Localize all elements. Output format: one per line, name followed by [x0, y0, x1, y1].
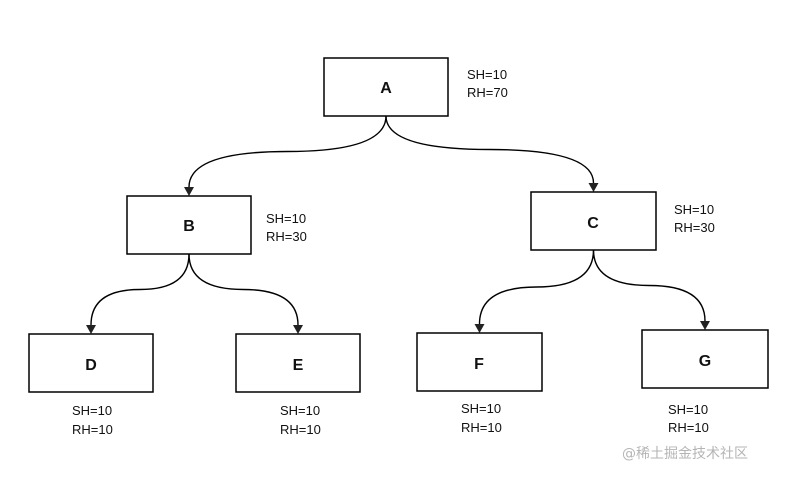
edge-b-d	[90, 253, 190, 326]
edge-c-g	[592, 249, 706, 322]
node-e-label: E	[293, 357, 304, 374]
node-e-rh: RH=10	[280, 422, 321, 437]
node-e-box	[235, 333, 361, 393]
node-g-label: G	[699, 353, 711, 370]
node-e-sh: SH=10	[280, 403, 320, 418]
node-b-box	[126, 195, 252, 255]
node-e: E SH=10 RH=10	[235, 333, 361, 437]
node-f-label: F	[474, 356, 484, 373]
node-d-rh: RH=10	[72, 422, 113, 437]
edge-c-f	[478, 249, 595, 325]
node-g: G SH=10 RH=10	[641, 329, 769, 435]
edge-a-b	[188, 115, 387, 188]
node-f: F SH=10 RH=10	[416, 332, 543, 435]
node-f-box	[416, 332, 543, 392]
watermark-text: @稀土掘金技术社区	[622, 446, 748, 462]
node-b-rh: RH=30	[266, 229, 307, 244]
node-b-label: B	[183, 218, 195, 235]
edges-layer	[86, 115, 710, 334]
node-g-sh: SH=10	[668, 402, 708, 417]
arrowhead-e-icon	[293, 325, 303, 334]
edge-b-e	[188, 253, 299, 326]
node-g-rh: RH=10	[668, 420, 709, 435]
node-d-sh: SH=10	[72, 403, 112, 418]
arrowhead-d-icon	[86, 325, 96, 334]
node-f-sh: SH=10	[461, 401, 501, 416]
arrowhead-b-icon	[184, 187, 194, 196]
node-b: B SH=10 RH=30	[126, 195, 307, 255]
arrowhead-c-icon	[588, 183, 599, 192]
node-c: C SH=10 RH=30	[530, 191, 715, 251]
node-d-box	[28, 333, 154, 393]
node-c-rh: RH=30	[674, 220, 715, 235]
node-g-box	[641, 329, 769, 389]
node-f-rh: RH=10	[461, 420, 502, 435]
node-c-box	[530, 191, 657, 251]
arrowhead-g-icon	[700, 321, 710, 330]
node-d: D SH=10 RH=10	[28, 333, 154, 437]
node-b-sh: SH=10	[266, 211, 306, 226]
node-a: A SH=10 RH=70	[323, 57, 508, 117]
node-c-label: C	[587, 215, 599, 232]
edge-a-c	[385, 115, 595, 184]
node-a-sh: SH=10	[467, 67, 507, 82]
node-a-label: A	[380, 80, 392, 97]
node-a-box	[323, 57, 449, 117]
arrowhead-f-icon	[474, 324, 485, 333]
node-c-sh: SH=10	[674, 202, 714, 217]
node-a-rh: RH=70	[467, 85, 508, 100]
node-d-label: D	[85, 357, 97, 374]
